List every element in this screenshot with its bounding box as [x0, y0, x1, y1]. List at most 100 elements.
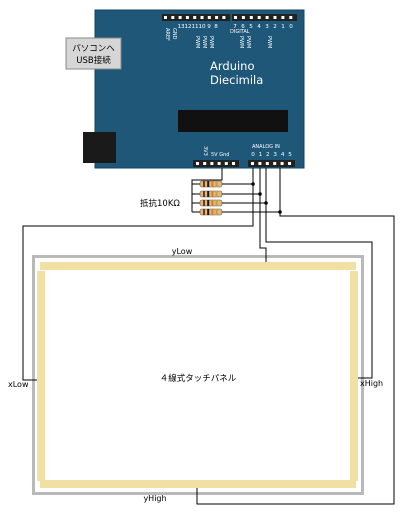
pwm-label-6: PWM: [238, 36, 244, 48]
digital-pin-number: 12: [184, 24, 191, 30]
resistor-band: [215, 200, 218, 206]
resistor-label: 抵抗10KΩ: [140, 198, 180, 209]
digital-pin-number: 10: [198, 24, 206, 30]
digital-pin-number: 2: [273, 24, 277, 30]
digital-pin-holes: [164, 16, 293, 19]
resistor-band: [203, 200, 205, 206]
analog-pin-number: 3: [273, 152, 277, 158]
resistor-band: [203, 209, 205, 215]
resistor-band: [207, 209, 210, 215]
pwm-label-9: PWM: [208, 36, 214, 48]
power-jack: [83, 132, 116, 163]
pin-hole: [273, 162, 277, 165]
resistor: [199, 199, 223, 207]
wire-ylow: [259, 168, 267, 262]
panel-frame: [32, 255, 364, 495]
pin-hole: [232, 162, 235, 165]
wire-gnd-branches: [192, 183, 200, 213]
pin-hole: [207, 16, 211, 19]
ylow-label: yLow: [172, 247, 193, 256]
v33-label: 3V3: [202, 146, 208, 156]
resistor: [199, 190, 223, 198]
pin-hole: [224, 162, 228, 165]
pwm-label-5: PWM: [245, 36, 251, 48]
digital-pin-number: 5: [249, 24, 253, 30]
analog-pin-number: 1: [259, 152, 263, 158]
wire-xlow: [22, 168, 254, 381]
pin-hole: [234, 16, 237, 19]
pin-hole: [193, 16, 197, 19]
pin-hole: [288, 162, 291, 165]
resistor-band: [211, 181, 214, 187]
resistor-band: [215, 181, 218, 187]
analog-pin-number: 5: [288, 152, 292, 158]
panel-surface: [37, 260, 359, 490]
resistor-band: [203, 181, 205, 187]
resistor-band: [215, 209, 218, 215]
pin-hole: [185, 16, 189, 19]
resistor-band: [207, 191, 210, 197]
digital-pin-number: 7: [233, 24, 237, 30]
wire-gnd: [191, 168, 223, 212]
digital-pin-number: 11: [191, 24, 199, 30]
electrode-right: [350, 271, 358, 481]
digital-header-right: [232, 14, 297, 21]
pin-hole: [289, 16, 293, 19]
usb-label-line1: パソコンへ: [72, 44, 115, 54]
pin-hole: [280, 162, 284, 165]
pin-hole: [222, 16, 226, 19]
junction-xlow: [251, 182, 255, 186]
pin-hole: [241, 16, 245, 19]
pulldown-resistors: [199, 180, 223, 216]
analog-pin-number: 2: [266, 152, 270, 158]
digital-pin-number: 8: [214, 24, 218, 30]
resistor: [199, 180, 223, 188]
pwm-label-11: PWM: [194, 36, 200, 48]
pin-hole: [249, 16, 253, 19]
digital-pin-number: 9: [207, 24, 211, 30]
resistor-band: [207, 200, 210, 206]
aref-label: AREF: [164, 28, 170, 41]
pin-hole: [171, 16, 175, 19]
pin-hole: [210, 162, 214, 165]
pwm-label-3: PWM: [266, 36, 272, 48]
pin-hole: [281, 16, 285, 19]
pin-hole: [265, 162, 269, 165]
yhigh-label: yHigh: [143, 494, 166, 503]
pin-hole: [196, 162, 199, 165]
pin-hole: [258, 162, 262, 165]
analog-label: ANALOG IN: [252, 144, 280, 150]
microcontroller-chip: [178, 110, 288, 132]
resistor-band: [215, 191, 218, 197]
wire-yhigh: [196, 168, 395, 505]
board-name-line1: Arduino: [210, 59, 255, 73]
resistor-band: [211, 191, 214, 197]
resistor-band: [207, 181, 210, 187]
resistor: [199, 208, 223, 216]
wire-junctions: [251, 182, 282, 214]
analog-pin-number: 4: [281, 152, 285, 158]
electrode-top: [40, 262, 356, 270]
usb-connector: [65, 37, 122, 70]
resistor-band: [211, 209, 214, 215]
pin-hole: [273, 16, 277, 19]
pwm-label-10: PWM: [201, 36, 207, 48]
digital-pin-number: 6: [241, 24, 245, 30]
board-pcb: [94, 9, 305, 169]
touch-panel: ４線式タッチパネル: [32, 255, 364, 495]
pin-hole: [178, 16, 182, 19]
electrode-left: [37, 271, 45, 481]
digital-pin-number: 0: [289, 24, 293, 30]
panel-title: ４線式タッチパネル: [160, 373, 237, 384]
digital-pin-number: 3: [265, 24, 269, 30]
power-label: 5V Gnd: [211, 152, 229, 158]
pin-hole: [215, 16, 219, 19]
xlow-label: xLow: [8, 380, 29, 389]
pin-hole: [257, 16, 261, 19]
digital-pin-number: 1: [281, 24, 285, 30]
gnd-label: GND: [171, 28, 177, 40]
digital-pin-number: 13: [177, 24, 185, 30]
